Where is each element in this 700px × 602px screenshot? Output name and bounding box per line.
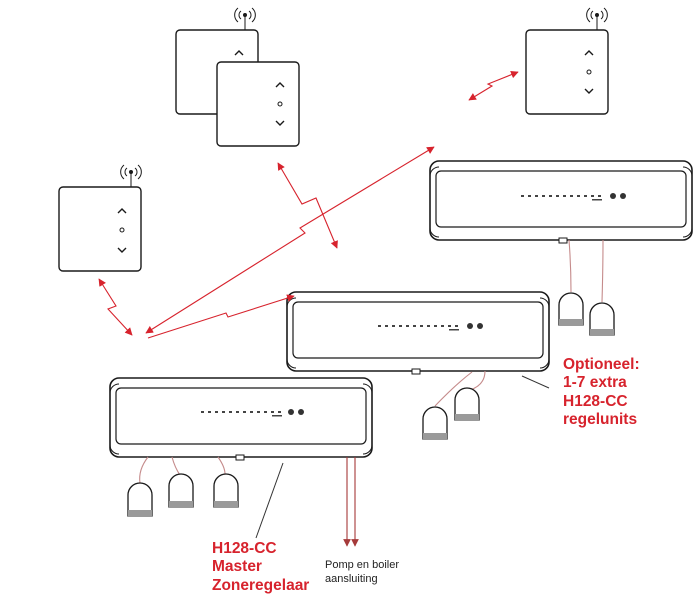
circle-icon bbox=[119, 227, 125, 233]
actuator-head bbox=[422, 406, 448, 440]
chevron-down-icon bbox=[275, 120, 285, 126]
circle-icon bbox=[277, 101, 283, 107]
optional-label-line: H128-CC bbox=[563, 392, 628, 410]
leader-line-optional bbox=[521, 375, 550, 389]
optional-label: Optioneel: 1-7 extra H128-CC regelunits bbox=[563, 356, 640, 429]
chevron-up-icon bbox=[117, 208, 127, 214]
chevron-up-icon bbox=[275, 82, 285, 88]
actuator-head bbox=[127, 482, 153, 517]
wifi-antenna-icon bbox=[120, 164, 142, 187]
zigzag-arrow-icon bbox=[98, 278, 133, 336]
chevron-down-icon bbox=[584, 88, 594, 94]
controller-unit-middle bbox=[286, 291, 550, 375]
actuator-head bbox=[168, 473, 194, 508]
pump-boiler-label-line: Pomp en boiler bbox=[325, 559, 399, 571]
leader-line-master bbox=[255, 462, 284, 539]
controller-unit-back bbox=[429, 160, 693, 244]
chevron-down-icon bbox=[117, 247, 127, 253]
actuator-head bbox=[454, 387, 480, 421]
thermostat-top-right bbox=[525, 7, 609, 115]
controller-unit-master bbox=[109, 377, 373, 461]
chevron-up-icon bbox=[234, 50, 244, 56]
zigzag-arrow-icon bbox=[145, 146, 435, 334]
master-label: H128-CC Master Zoneregelaar bbox=[212, 540, 309, 595]
zigzag-arrow-icon bbox=[147, 294, 295, 339]
wireless-links bbox=[98, 70, 519, 339]
optional-label-line: regelunits bbox=[563, 410, 638, 428]
optional-label-line: Optioneel: bbox=[563, 356, 640, 373]
actuator-head bbox=[213, 473, 239, 508]
pump-boiler-connection bbox=[343, 457, 359, 547]
pump-boiler-label: Pomp en boiler aansluiting bbox=[325, 559, 399, 587]
master-label-line: H128-CC bbox=[212, 540, 277, 557]
zigzag-arrow-icon bbox=[277, 162, 338, 249]
thermostat-top-front bbox=[216, 61, 300, 147]
master-label-line: Master bbox=[212, 558, 262, 576]
master-label-line: Zoneregelaar bbox=[212, 576, 310, 594]
actuator-head bbox=[589, 302, 615, 336]
wifi-antenna-icon bbox=[234, 7, 256, 30]
thermostat-left bbox=[58, 164, 142, 272]
chevron-up-icon bbox=[584, 50, 594, 56]
circle-icon bbox=[586, 69, 592, 75]
actuator-head bbox=[558, 292, 584, 326]
wifi-antenna-icon bbox=[586, 7, 608, 30]
pump-boiler-label-line: aansluiting bbox=[325, 572, 378, 585]
zigzag-arrow-icon bbox=[468, 70, 519, 101]
optional-label-line: 1-7 extra bbox=[563, 374, 627, 392]
